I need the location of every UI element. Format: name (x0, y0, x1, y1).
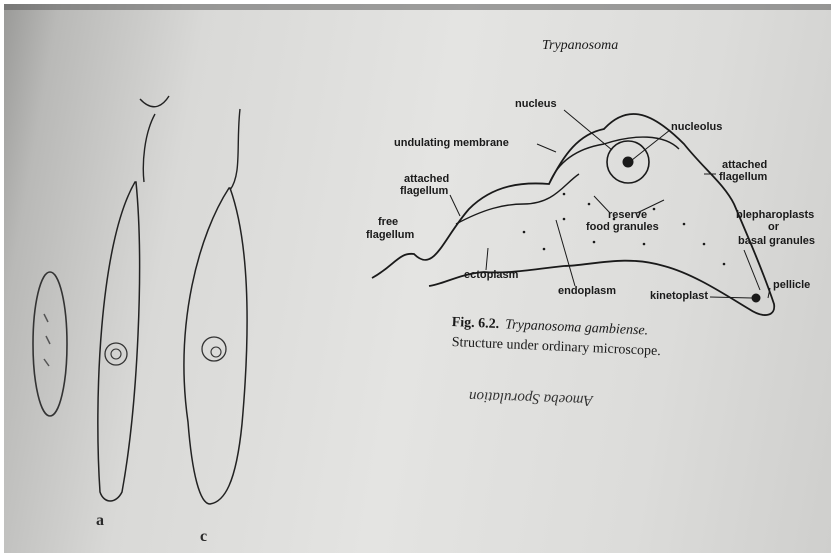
sub-label-a: a (96, 512, 104, 530)
label-attached-flagellum-right-2: flagellum (719, 172, 767, 183)
bleed-through-text: Amoeba Sporulation (469, 390, 593, 405)
label-kinetoplast: kinetoplast (650, 291, 708, 302)
label-ectoplasm: ectoplasm (464, 270, 518, 281)
label-undulating-membrane: undulating membrane (394, 138, 509, 149)
cell-a-outline (98, 182, 140, 501)
label-reserve-1: reserve (608, 210, 647, 221)
label-attached-flagellum-left-1: attached (404, 174, 449, 185)
label-attached-flagellum-right-1: attached (722, 160, 767, 171)
label-attached-flagellum-left-2: flagellum (400, 186, 448, 197)
label-blepharoplast-3: basal granules (738, 236, 815, 247)
label-nucleolus: nucleolus (671, 122, 722, 133)
label-free-flagellum-1: free (378, 217, 398, 228)
book-page-photo: Trypanosoma nucleus nucleolus undulating… (4, 4, 831, 553)
label-free-flagellum-2: flagellum (366, 230, 414, 241)
figure-title: Trypanosoma (542, 40, 618, 51)
trypanosoma-diagram (4, 4, 831, 553)
label-blepharoplast-1: blepharoplasts (736, 210, 814, 221)
label-nucleus: nucleus (515, 99, 557, 110)
cell-c-outline (184, 188, 247, 504)
sub-label-c: c (200, 528, 207, 546)
label-reserve-2: food granules (586, 222, 659, 233)
label-endoplasm: endoplasm (558, 286, 616, 297)
label-blepharoplast-2: or (768, 222, 779, 233)
figure-number: Fig. 6.2. (451, 315, 499, 332)
label-pellicle: pellicle (773, 280, 810, 291)
